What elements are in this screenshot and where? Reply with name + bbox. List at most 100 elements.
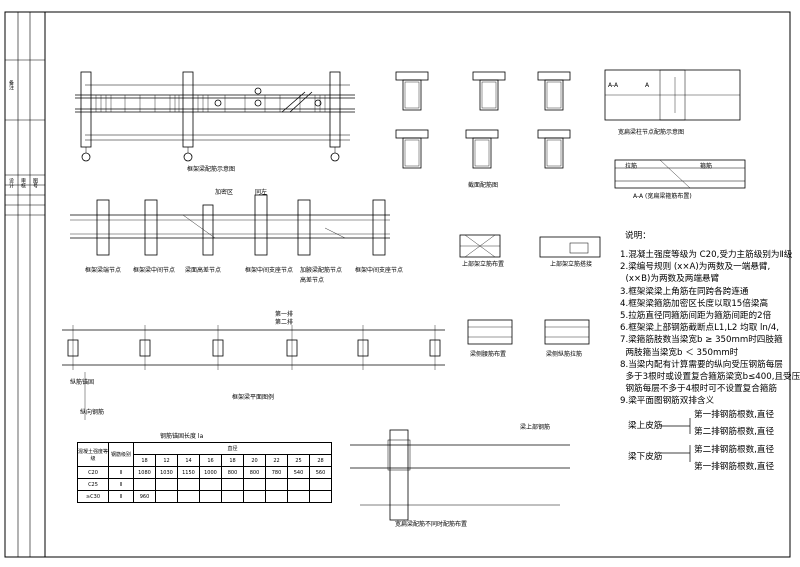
notes-bottom-row-1: 第二排钢筋根数,直径: [694, 445, 775, 455]
table-cell: [177, 478, 200, 491]
note-line: (x×B)为两数及两端悬臂: [620, 274, 720, 285]
note-line: 2.梁编号规则 (x×A)为两数及一端悬臂,: [620, 262, 771, 273]
table-cell: 18: [221, 454, 244, 467]
note-line: 8.当梁内配有计算需要的纵向受压钢筋每层: [620, 359, 783, 370]
note-line: 6.框架梁上部钢筋截断点L1,L2 均取 ln/4,: [620, 323, 779, 334]
annot-6: 纵向钢筋: [80, 409, 105, 416]
notes-heading: 说明：: [625, 231, 651, 241]
table-cell: 560: [309, 466, 332, 479]
title-column: [5, 12, 45, 557]
table-cell: 14: [177, 454, 200, 467]
note-line: 7.梁箍筋肢数当梁宽b ≥ 350mm时四肢箍: [620, 335, 783, 346]
annot-7: 梁上部钢筋: [520, 424, 551, 431]
table-cell: 800: [243, 466, 266, 479]
note-line: 9.梁平面图钢筋双排含义: [620, 396, 715, 407]
table-cell: 800: [221, 466, 244, 479]
table-cell: 钢筋级别: [108, 442, 134, 467]
table-cell: [265, 478, 288, 491]
note-line: 3.框架梁梁上角筋在同跨各跨连通: [620, 286, 749, 297]
table-cell: 直径: [133, 442, 332, 455]
table-cell: 1000: [199, 466, 222, 479]
annot-9: 箍筋: [700, 163, 713, 170]
top-bar-details: [459, 234, 601, 345]
annot-8: 拉筋: [625, 163, 638, 170]
table-cell: [265, 490, 288, 503]
label-end-support: 框架中间支座节点: [355, 267, 404, 274]
note-line: 5.拉筋直径同箍筋间距为箍筋间距的2倍: [620, 311, 772, 321]
notes-bottom-label: 梁下皮筋: [628, 452, 663, 462]
joint-details-row: [70, 194, 390, 256]
table-cell: 28: [309, 454, 332, 467]
label-frame-elevation: 框架梁配筋示意图: [187, 166, 236, 173]
table-cell: [177, 490, 200, 503]
table-cell: 混凝土强度等级: [77, 442, 109, 467]
table-cell: [221, 478, 244, 491]
table-cell: [243, 490, 266, 503]
table-cell: C20: [77, 466, 109, 479]
annot-1: 加密区: [215, 189, 234, 196]
label-end-joint: 框架梁端节点: [85, 267, 122, 274]
table-cell: [155, 478, 178, 491]
label-cut-aa: A-A: [608, 82, 619, 89]
table-cell: C25: [77, 478, 109, 491]
label-side-bar-2: 梁侧纵筋拉筋: [546, 351, 583, 358]
annot-5: 第二排: [275, 319, 294, 326]
table-cell: 20: [243, 454, 266, 467]
table-cell: [309, 490, 332, 503]
note-line: 多于3根时或设置复合箍筋梁宽b≤400,且受压: [620, 372, 800, 382]
note-line: 1.混凝土强度等级为 C20,受力主筋级别为Ⅱ级: [620, 250, 793, 260]
label-side-bar-1: 梁侧腰筋布置: [470, 351, 507, 358]
table-cell: 22: [265, 454, 288, 467]
table-cell: 25: [287, 454, 310, 467]
wide-beam-joint: [604, 69, 746, 189]
table-cell: Ⅱ: [108, 490, 134, 503]
table-cell: 1080: [133, 466, 156, 479]
label-step-joint: 梁面高差节点: [185, 267, 222, 274]
label-wide-beam: 宽扁梁柱节点配筋示意图: [618, 129, 685, 136]
sheet-border: [4, 11, 791, 558]
table-cell: 18: [133, 454, 156, 467]
table-cell: 1030: [155, 466, 178, 479]
note-line: 两肢箍当梁宽b ＜ 350mm时: [620, 347, 739, 358]
notes-bottom-row-2: 第一排钢筋根数,直径: [694, 462, 775, 472]
table-cell: 16: [199, 454, 222, 467]
sidebar-text-3: 审核: [20, 178, 26, 188]
table-cell: [243, 478, 266, 491]
table-cell: [221, 490, 244, 503]
label-top-strengthen: 上部架立筋布置: [462, 261, 505, 268]
table-cell: Ⅱ: [108, 478, 134, 491]
label-lap-top: 上部架立筋搭接: [550, 261, 593, 268]
table-cell: Ⅱ: [108, 466, 134, 479]
label-mid-support: 框架中间支座节点: [245, 267, 294, 274]
table-cell: [287, 490, 310, 503]
table-cell: [133, 478, 156, 491]
annot-3: 纵筋锚固: [70, 379, 95, 386]
section-details: [395, 71, 571, 169]
label-section-detail: 截面配筋图: [468, 182, 499, 189]
frame-beam-elevation: [75, 71, 355, 162]
annot-4: 第一排: [275, 311, 294, 318]
sidebar-text-1: 备注: [8, 80, 14, 90]
table-cell: [287, 478, 310, 491]
notes-top-row-2: 第二排钢筋根数,直径: [694, 427, 775, 437]
table-cell: 1150: [177, 466, 200, 479]
table-cell: 12: [155, 454, 178, 467]
notes-brackets: [660, 418, 691, 462]
table-header-row: 混凝土强度等级钢筋级别直径: [77, 442, 332, 467]
sidebar-text-2: 设计: [8, 178, 14, 188]
note-line: 钢筋每层不多于4根时可不设置复合箍筋: [620, 384, 778, 395]
table-cell: [309, 478, 332, 491]
table-cell: 540: [287, 466, 310, 479]
wide-flat-beam: [350, 429, 570, 521]
label-cut-a: A: [645, 82, 650, 89]
label-middle-joint: 框架梁中间节点: [133, 267, 176, 274]
table-cell: [199, 490, 222, 503]
table-cell: [199, 478, 222, 491]
sidebar-text-4: 图号: [32, 178, 38, 188]
label-bottom-note: 高差节点: [300, 277, 325, 284]
